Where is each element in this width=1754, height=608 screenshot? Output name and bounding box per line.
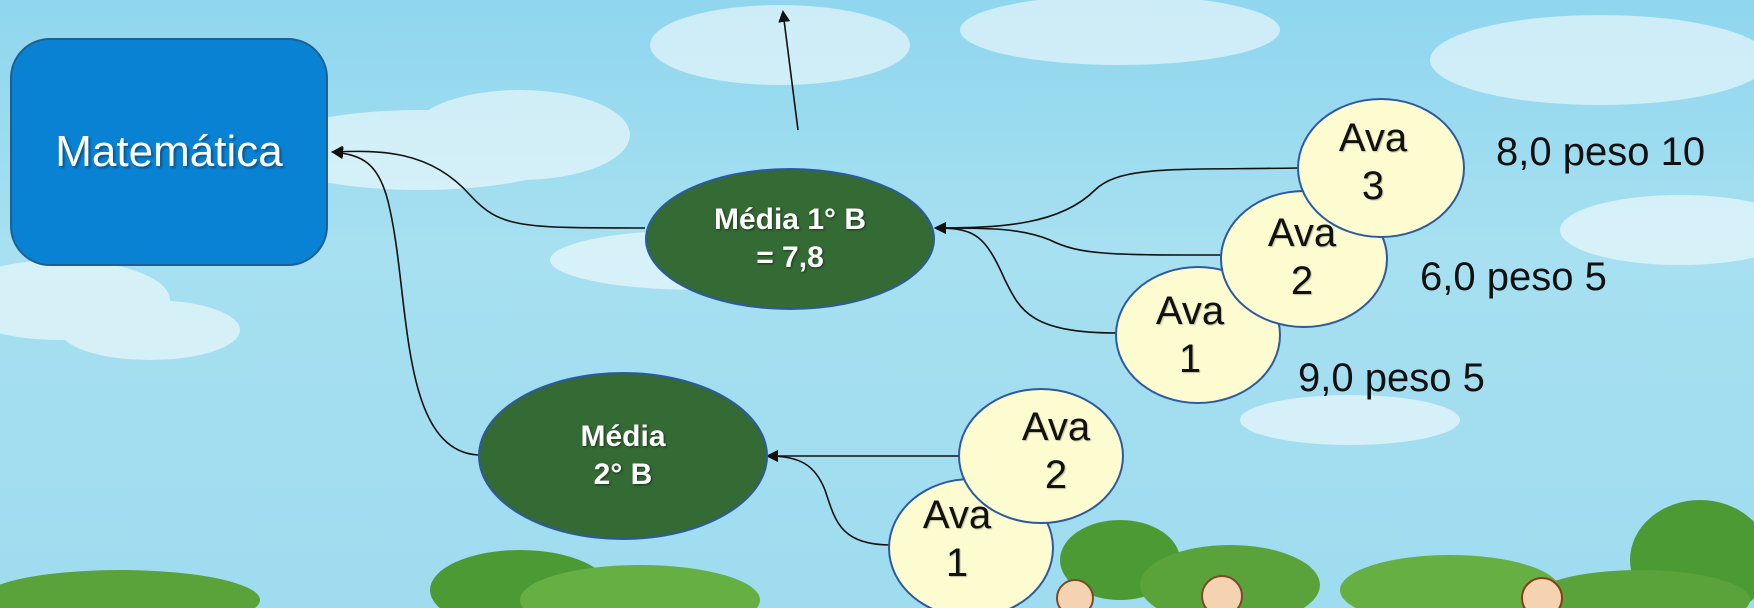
- connector-media2-to-subject: [331, 147, 479, 456]
- evaluation-node-b2-ava2[interactable]: Ava 2: [958, 388, 1124, 524]
- evaluation-number: 1: [1178, 337, 1202, 381]
- average-node-bimester-2[interactable]: Média 2° B: [478, 372, 768, 540]
- evaluation-number: 3: [1361, 164, 1385, 208]
- evaluation-word: Ava: [1021, 405, 1091, 449]
- evaluation-word: Ava: [1155, 289, 1225, 333]
- connector-b1-ava2: [934, 222, 1223, 256]
- subject-label: Matemática: [55, 127, 283, 176]
- grade-b1-ava3: 8,0 peso 10: [1496, 130, 1706, 174]
- children-illustration: [1056, 575, 1563, 608]
- connector-b1-ava1: [934, 222, 1118, 334]
- average-node-bimester-1[interactable]: Média 1° B = 7,8: [645, 168, 935, 310]
- connector-media1-up: [778, 10, 799, 131]
- grade-b1-ava2: 6,0 peso 5: [1420, 255, 1607, 299]
- connector-b1-ava3: [934, 167, 1299, 234]
- subject-box[interactable]: Matemática: [10, 38, 328, 266]
- evaluation-node-b1-ava3[interactable]: Ava 3: [1297, 98, 1465, 238]
- evaluation-number: 1: [945, 541, 969, 585]
- grade-b1-ava1: 9,0 peso 5: [1298, 356, 1485, 400]
- evaluation-number: 2: [1290, 259, 1314, 303]
- connector-media1-to-subject: [331, 145, 646, 229]
- evaluation-number: 2: [1044, 453, 1068, 497]
- connector-b2-ava1: [766, 450, 891, 546]
- evaluation-word: Ava: [1338, 116, 1408, 160]
- average-2-label: 2° B: [593, 458, 653, 491]
- average-1-title: Média 1° B: [713, 203, 867, 236]
- average-2-title: Média: [580, 420, 666, 453]
- average-1-value: = 7,8: [756, 241, 824, 274]
- trees: [0, 500, 1754, 608]
